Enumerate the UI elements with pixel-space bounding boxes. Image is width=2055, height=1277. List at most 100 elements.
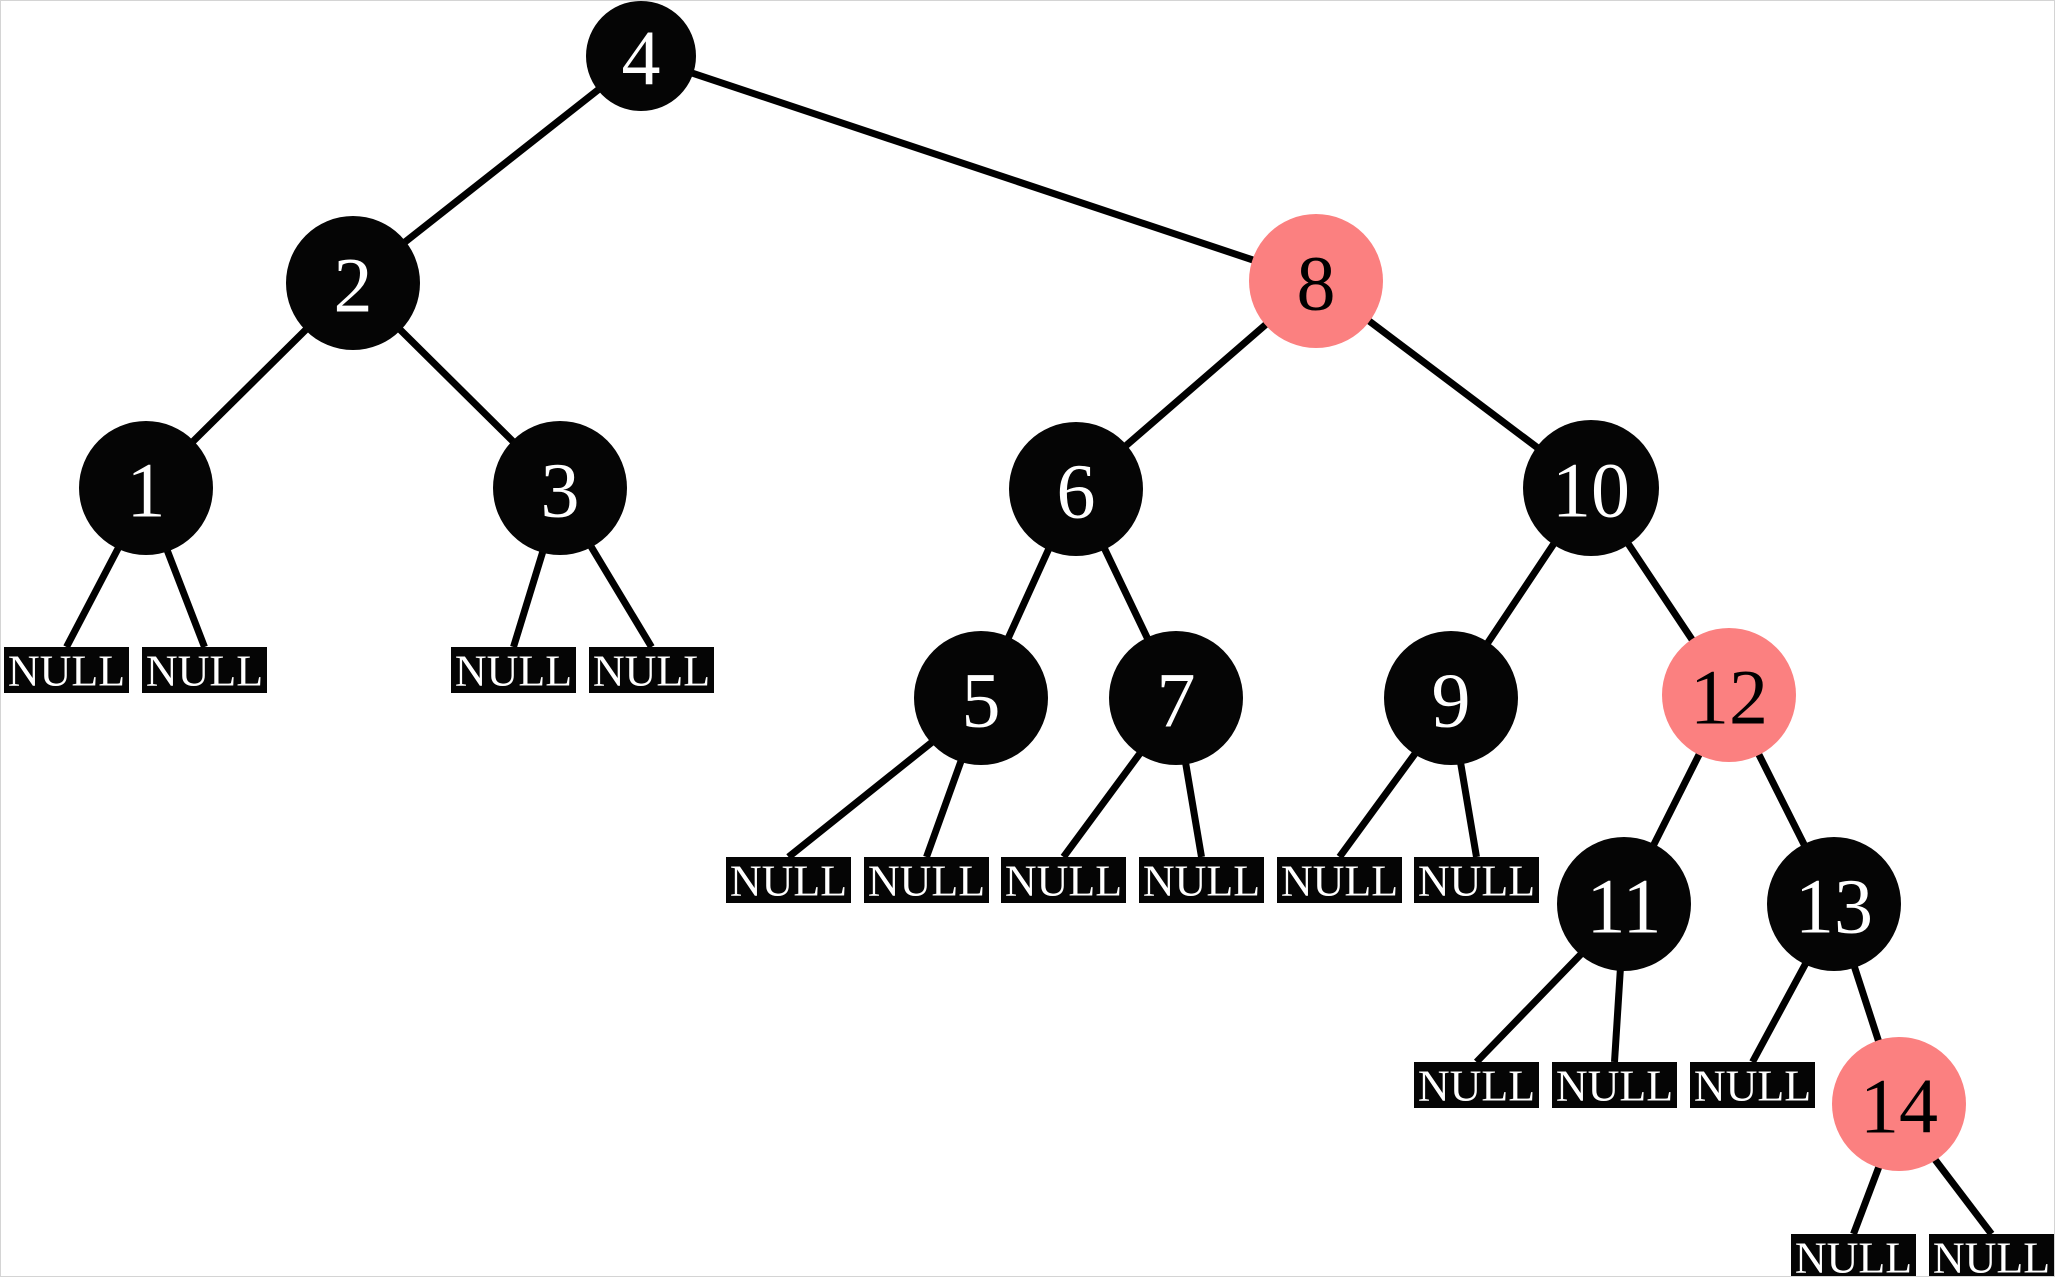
- black-node-circle[interactable]: [1384, 631, 1518, 765]
- node-label: 5: [962, 657, 1001, 744]
- node-label: 10: [1552, 447, 1630, 534]
- tree-edge: [157, 531, 208, 649]
- nil-box: [4, 647, 129, 693]
- nil-leaf: NULL: [1001, 857, 1126, 906]
- node-label: 14: [1860, 1063, 1938, 1150]
- black-node-circle[interactable]: [79, 421, 213, 555]
- nil-label: NULL: [1933, 1234, 2050, 1277]
- black-node-circle[interactable]: [1557, 837, 1691, 971]
- nil-leaves-layer: NULL NULL NULL NULL NULL NULL NULL NULL NULL NULL…: [4, 647, 2054, 1277]
- nil-box: [589, 647, 714, 693]
- tree-node-14[interactable]: 14: [1832, 1037, 1966, 1171]
- tree-edge: [1336, 735, 1430, 860]
- node-label: 9: [1432, 657, 1471, 744]
- nil-box: [1277, 857, 1402, 903]
- black-node-circle[interactable]: [1523, 420, 1659, 556]
- nil-leaf: NULL: [1929, 1234, 2054, 1277]
- tree-edge: [177, 313, 323, 457]
- node-label: 6: [1057, 448, 1096, 535]
- nil-leaf: NULL: [1690, 1062, 1815, 1111]
- node-label: 13: [1795, 863, 1873, 950]
- nil-leaf: NULL: [451, 647, 576, 696]
- tree-node-5[interactable]: 5: [914, 631, 1048, 765]
- black-node-circle[interactable]: [586, 1, 696, 111]
- nil-leaf: NULL: [1791, 1234, 1916, 1277]
- nil-box: [1791, 1234, 1916, 1276]
- tree-edge: [1351, 306, 1554, 462]
- red-node-circle[interactable]: [1249, 214, 1383, 348]
- tree-node-11[interactable]: 11: [1557, 837, 1691, 971]
- node-label: 1: [127, 447, 166, 534]
- tree-edge: [63, 529, 131, 649]
- nil-label: NULL: [146, 647, 263, 696]
- black-node-circle[interactable]: [914, 631, 1048, 765]
- nil-box: [864, 857, 989, 903]
- nil-box: [1929, 1234, 2054, 1276]
- tree-node-12[interactable]: 12: [1662, 628, 1796, 762]
- tree-edge: [1746, 735, 1816, 863]
- nil-label: NULL: [1418, 1062, 1535, 1111]
- nil-label: NULL: [868, 857, 985, 906]
- tree-node-13[interactable]: 13: [1767, 837, 1901, 971]
- nil-box: [1690, 1062, 1815, 1108]
- tree-edge: [1110, 309, 1283, 461]
- tree-edge: [676, 64, 1272, 270]
- black-node-circle[interactable]: [1009, 422, 1143, 556]
- node-label: 3: [541, 447, 580, 534]
- nil-label: NULL: [730, 857, 847, 906]
- nil-label: NULL: [593, 647, 710, 696]
- tree-edge: [1474, 525, 1568, 660]
- nil-leaf: NULL: [142, 647, 267, 696]
- tree-node-4[interactable]: 4: [586, 1, 696, 111]
- tree-edge: [1642, 735, 1712, 863]
- tree-edge: [1060, 735, 1155, 860]
- nil-leaf: NULL: [726, 857, 851, 906]
- nil-leaf: NULL: [1414, 857, 1539, 906]
- black-node-circle[interactable]: [1109, 631, 1243, 765]
- tree-edge: [923, 741, 971, 859]
- nil-leaf: NULL: [4, 647, 129, 696]
- red-node-circle[interactable]: [1832, 1037, 1966, 1171]
- nil-leaf: NULL: [589, 647, 714, 696]
- nil-label: NULL: [455, 647, 572, 696]
- nil-label: NULL: [1694, 1062, 1811, 1111]
- tree-node-9[interactable]: 9: [1384, 631, 1518, 765]
- tree-edge: [1749, 945, 1818, 1064]
- tree-node-1[interactable]: 1: [79, 421, 213, 555]
- tree-node-7[interactable]: 7: [1109, 631, 1243, 765]
- nil-box: [1552, 1062, 1677, 1108]
- tree-edge: [383, 313, 529, 457]
- tree-node-3[interactable]: 3: [493, 421, 627, 555]
- tree-node-8[interactable]: 8: [1249, 214, 1383, 348]
- red-node-circle[interactable]: [1662, 628, 1796, 762]
- tree-node-2[interactable]: 2: [286, 216, 420, 350]
- black-node-circle[interactable]: [286, 216, 420, 350]
- node-label: 11: [1586, 863, 1661, 950]
- tree-edge: [388, 77, 613, 256]
- nil-box: [142, 647, 267, 693]
- black-node-circle[interactable]: [1767, 837, 1901, 971]
- nil-label: NULL: [1795, 1234, 1912, 1277]
- nil-label: NULL: [1556, 1062, 1673, 1111]
- nil-label: NULL: [1418, 857, 1535, 906]
- node-label: 8: [1297, 240, 1336, 327]
- edges-layer: [63, 64, 1995, 1237]
- nil-box: [1139, 857, 1264, 903]
- nil-leaf: NULL: [1277, 857, 1402, 906]
- nil-leaf: NULL: [1552, 1062, 1677, 1111]
- tree-node-10[interactable]: 10: [1523, 420, 1659, 556]
- black-node-circle[interactable]: [493, 421, 627, 555]
- tree-edge: [997, 530, 1060, 656]
- tree-node-6[interactable]: 6: [1009, 422, 1143, 556]
- nil-label: NULL: [1005, 857, 1122, 906]
- node-label: 4: [622, 15, 661, 102]
- tree-edge: [1473, 937, 1597, 1065]
- tree-edge: [1614, 525, 1706, 657]
- tree-edge: [786, 727, 950, 860]
- nil-leaf: NULL: [1139, 857, 1264, 906]
- nil-leaf: NULL: [1414, 1062, 1539, 1111]
- nil-box: [1414, 1062, 1539, 1108]
